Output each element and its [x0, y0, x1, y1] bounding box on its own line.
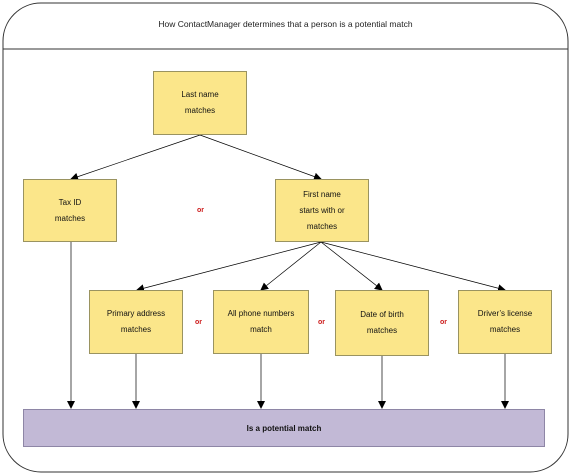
result-box: Is a potential match — [23, 409, 545, 447]
node-date-of-birth: Date of birth matches — [335, 290, 429, 356]
node-first-name: First name starts with or matches — [275, 179, 369, 242]
node-phone-numbers-label: All phone numbers match — [227, 309, 295, 334]
arrow-firstname-to-dob — [320, 241, 383, 291]
node-date-of-birth-label: Date of birth matches — [360, 310, 404, 335]
node-phone-numbers: All phone numbers match — [213, 290, 309, 354]
arrow-firstname-to-license — [320, 241, 506, 293]
arrow-firstname-to-address — [136, 241, 322, 293]
arrow-firstname-to-phone — [260, 241, 322, 291]
or-label-phone-dob: or — [318, 319, 325, 326]
node-primary-address: Primary address matches — [89, 290, 183, 354]
node-primary-address-label: Primary address matches — [106, 309, 166, 334]
or-label-address-phone: or — [195, 319, 202, 326]
node-last-name: Last name matches — [153, 71, 247, 135]
node-first-name-label: First name starts with or matches — [299, 189, 345, 231]
node-drivers-license-label: Driver’s license matches — [477, 309, 533, 334]
node-last-name-label: Last name matches — [181, 90, 219, 115]
arrow-lastname-to-taxid — [70, 134, 201, 181]
node-tax-id-label: Tax ID matches — [54, 197, 86, 223]
node-tax-id: Tax ID matches — [23, 179, 117, 242]
or-label-top: or — [197, 207, 204, 214]
diagram-title: How ContactManager determines that a per… — [158, 19, 413, 29]
result-label: Is a potential match — [246, 423, 322, 433]
node-drivers-license: Driver’s license matches — [458, 290, 552, 354]
or-label-dob-license: or — [440, 319, 447, 326]
arrow-lastname-to-firstname — [199, 134, 322, 181]
